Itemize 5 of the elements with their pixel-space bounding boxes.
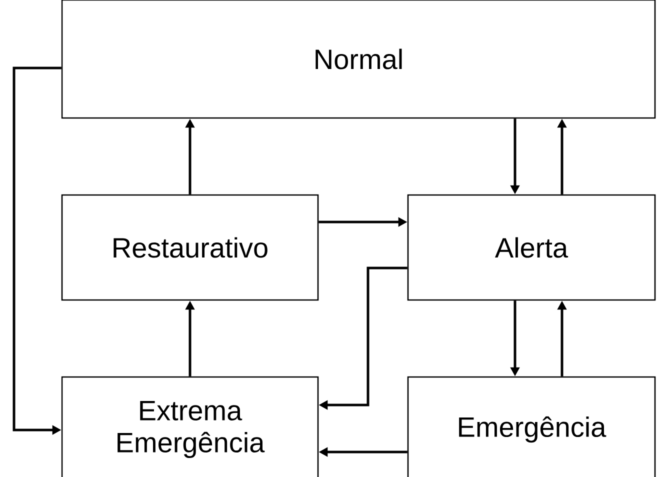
- state-box: Normal: [61, 0, 656, 119]
- state-box: Alerta: [407, 194, 656, 301]
- state-box: Emergência: [407, 376, 656, 477]
- state-box: Restaurativo: [61, 194, 319, 301]
- state-box: Extrema Emergência: [61, 376, 319, 477]
